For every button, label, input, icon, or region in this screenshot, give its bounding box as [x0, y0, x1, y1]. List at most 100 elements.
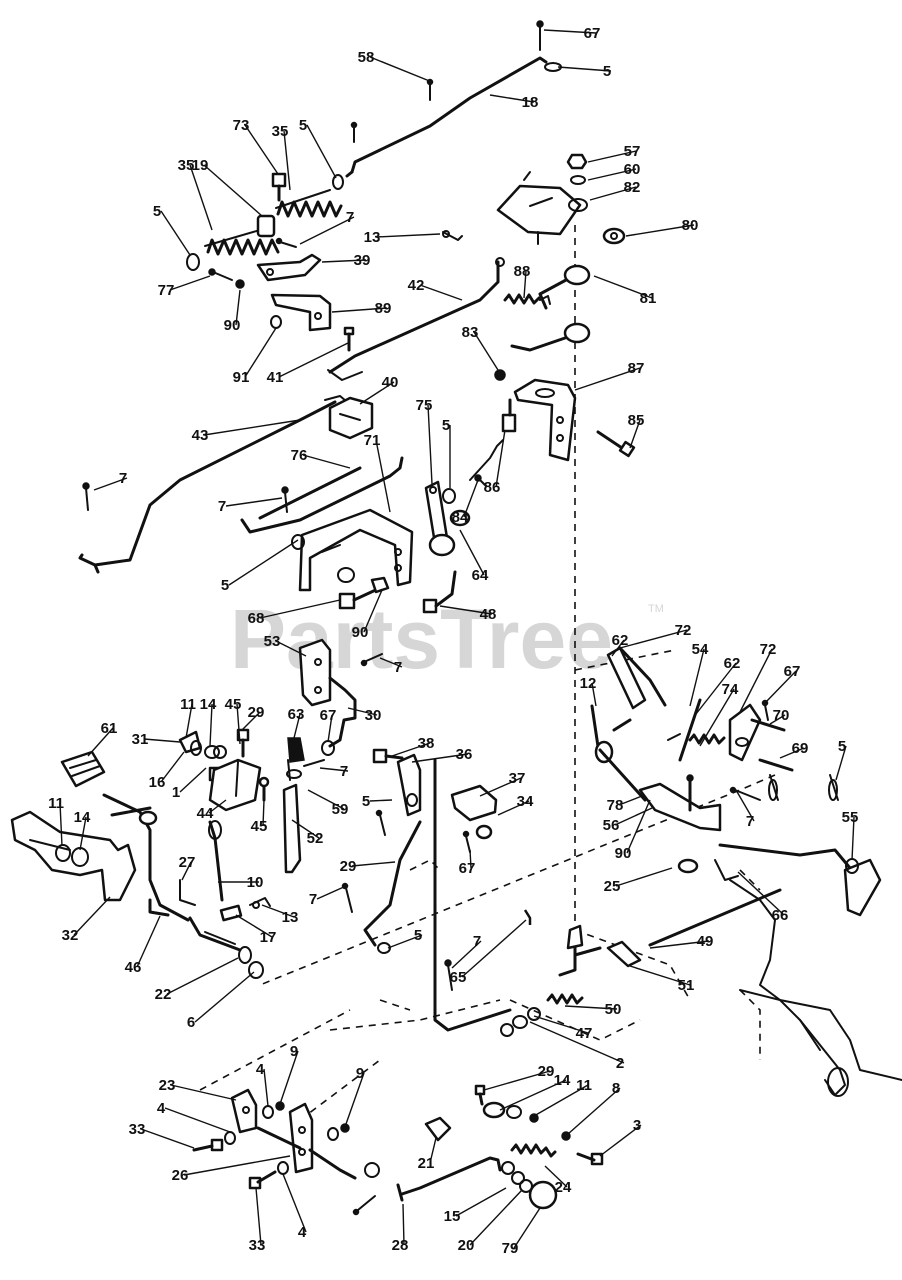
bracket-36-38-37-34	[372, 748, 498, 853]
callout-number: 75	[416, 397, 433, 414]
callout-leader	[419, 284, 463, 301]
callout-leader	[261, 904, 295, 918]
callout-number: 7	[346, 209, 354, 226]
lever-16-46	[102, 793, 190, 922]
callout-leader	[87, 727, 114, 757]
callout-leader	[499, 1079, 567, 1111]
bracket-53	[298, 638, 332, 707]
washers-4-9-right	[327, 1123, 350, 1141]
callout-leader	[387, 934, 423, 949]
callout-number: 5	[442, 417, 450, 434]
callout-number: 4	[256, 1061, 265, 1078]
callout-number: 62	[724, 655, 741, 672]
callout-number: 90	[352, 624, 369, 641]
callout-leader	[185, 703, 193, 739]
callout-leader	[739, 648, 773, 713]
callout-number: 45	[225, 696, 242, 713]
pins-7-right	[768, 774, 839, 801]
callout-leader	[359, 381, 395, 405]
nut-57-washer-60	[566, 153, 588, 185]
callout-leader	[544, 1165, 568, 1188]
callout-number: 63	[288, 706, 305, 723]
callout-leader	[591, 682, 597, 707]
callout-leader	[143, 738, 181, 743]
pins-58	[350, 78, 434, 143]
rod-49	[648, 888, 782, 947]
callout-number: 33	[249, 1237, 266, 1254]
handle-32	[10, 810, 137, 902]
callout-number: 7	[340, 763, 348, 780]
pin-7-53	[360, 653, 383, 667]
callout-number: 5	[299, 117, 307, 134]
guide-40	[328, 396, 374, 440]
callout-leader	[497, 800, 530, 816]
grip-61	[60, 750, 106, 788]
callout-leader	[225, 497, 283, 507]
callout-number: 30	[365, 707, 382, 724]
callout-leader	[779, 747, 805, 759]
callout-leader	[321, 259, 367, 263]
callout-number: 35	[178, 157, 195, 174]
callout-leader	[351, 861, 396, 867]
callout-leader	[327, 714, 333, 743]
callout-number: 14	[74, 809, 91, 826]
callout-leader	[255, 1187, 262, 1246]
spring-35-right	[275, 189, 343, 218]
callout-number: 41	[267, 369, 284, 386]
callout-number: 9	[356, 1065, 364, 1082]
long-rod-65-vertical	[433, 758, 532, 1032]
block-44	[208, 758, 262, 812]
callout-number: 7	[473, 933, 481, 950]
callout-number: 52	[307, 830, 324, 847]
pin-7-rod43	[82, 482, 90, 511]
callout-number: 38	[418, 735, 435, 752]
washers-47-2	[500, 1007, 541, 1037]
callout-leader	[463, 479, 479, 518]
callout-leader	[59, 802, 63, 847]
lever-26-arm	[256, 1126, 357, 1180]
callout-number: 26	[172, 1167, 189, 1184]
callout-leader	[593, 275, 653, 299]
watermark-trademark: TM	[648, 603, 664, 615]
callout-leader	[179, 767, 207, 793]
callout-leader	[183, 1155, 291, 1176]
callout-number: 23	[159, 1077, 176, 1094]
callout-leader	[469, 849, 472, 869]
callout-number: 90	[615, 845, 632, 862]
rod-25	[208, 820, 224, 902]
transmission-housing	[729, 879, 902, 1097]
callout-number: 9	[290, 1043, 298, 1060]
pin-7-bottom	[352, 1195, 376, 1216]
callout-number: 2	[616, 1055, 624, 1072]
clip-10	[179, 879, 196, 906]
callout-number: 32	[62, 927, 79, 944]
callout-leader	[513, 1207, 541, 1249]
callout-leader	[564, 1005, 618, 1010]
callout-leader	[391, 742, 431, 757]
callout-leader	[529, 1021, 625, 1064]
callout-leader	[469, 1189, 523, 1246]
pin-45	[258, 776, 270, 802]
callout-leader	[241, 711, 261, 731]
callout-leader	[615, 867, 673, 887]
callout-number: 69	[792, 740, 809, 757]
callout-number: 89	[375, 300, 392, 317]
callout-number: 60	[624, 161, 641, 178]
bracket-23	[230, 1088, 258, 1134]
callout-leader	[208, 799, 227, 814]
callout-leader	[235, 914, 273, 938]
callout-leader	[209, 703, 213, 747]
callout-leader	[319, 767, 349, 772]
callout-number: 12	[580, 675, 597, 692]
callout-number: 15	[444, 1208, 461, 1225]
callout-number: 71	[364, 432, 381, 449]
arm-81-upper	[538, 264, 591, 310]
callout-number: 62	[612, 632, 629, 649]
callout-leader	[851, 816, 855, 861]
callout-leader	[375, 233, 441, 238]
knob-79	[528, 1180, 558, 1210]
callout-leader	[429, 1137, 437, 1164]
pin-7-mid	[281, 486, 289, 513]
